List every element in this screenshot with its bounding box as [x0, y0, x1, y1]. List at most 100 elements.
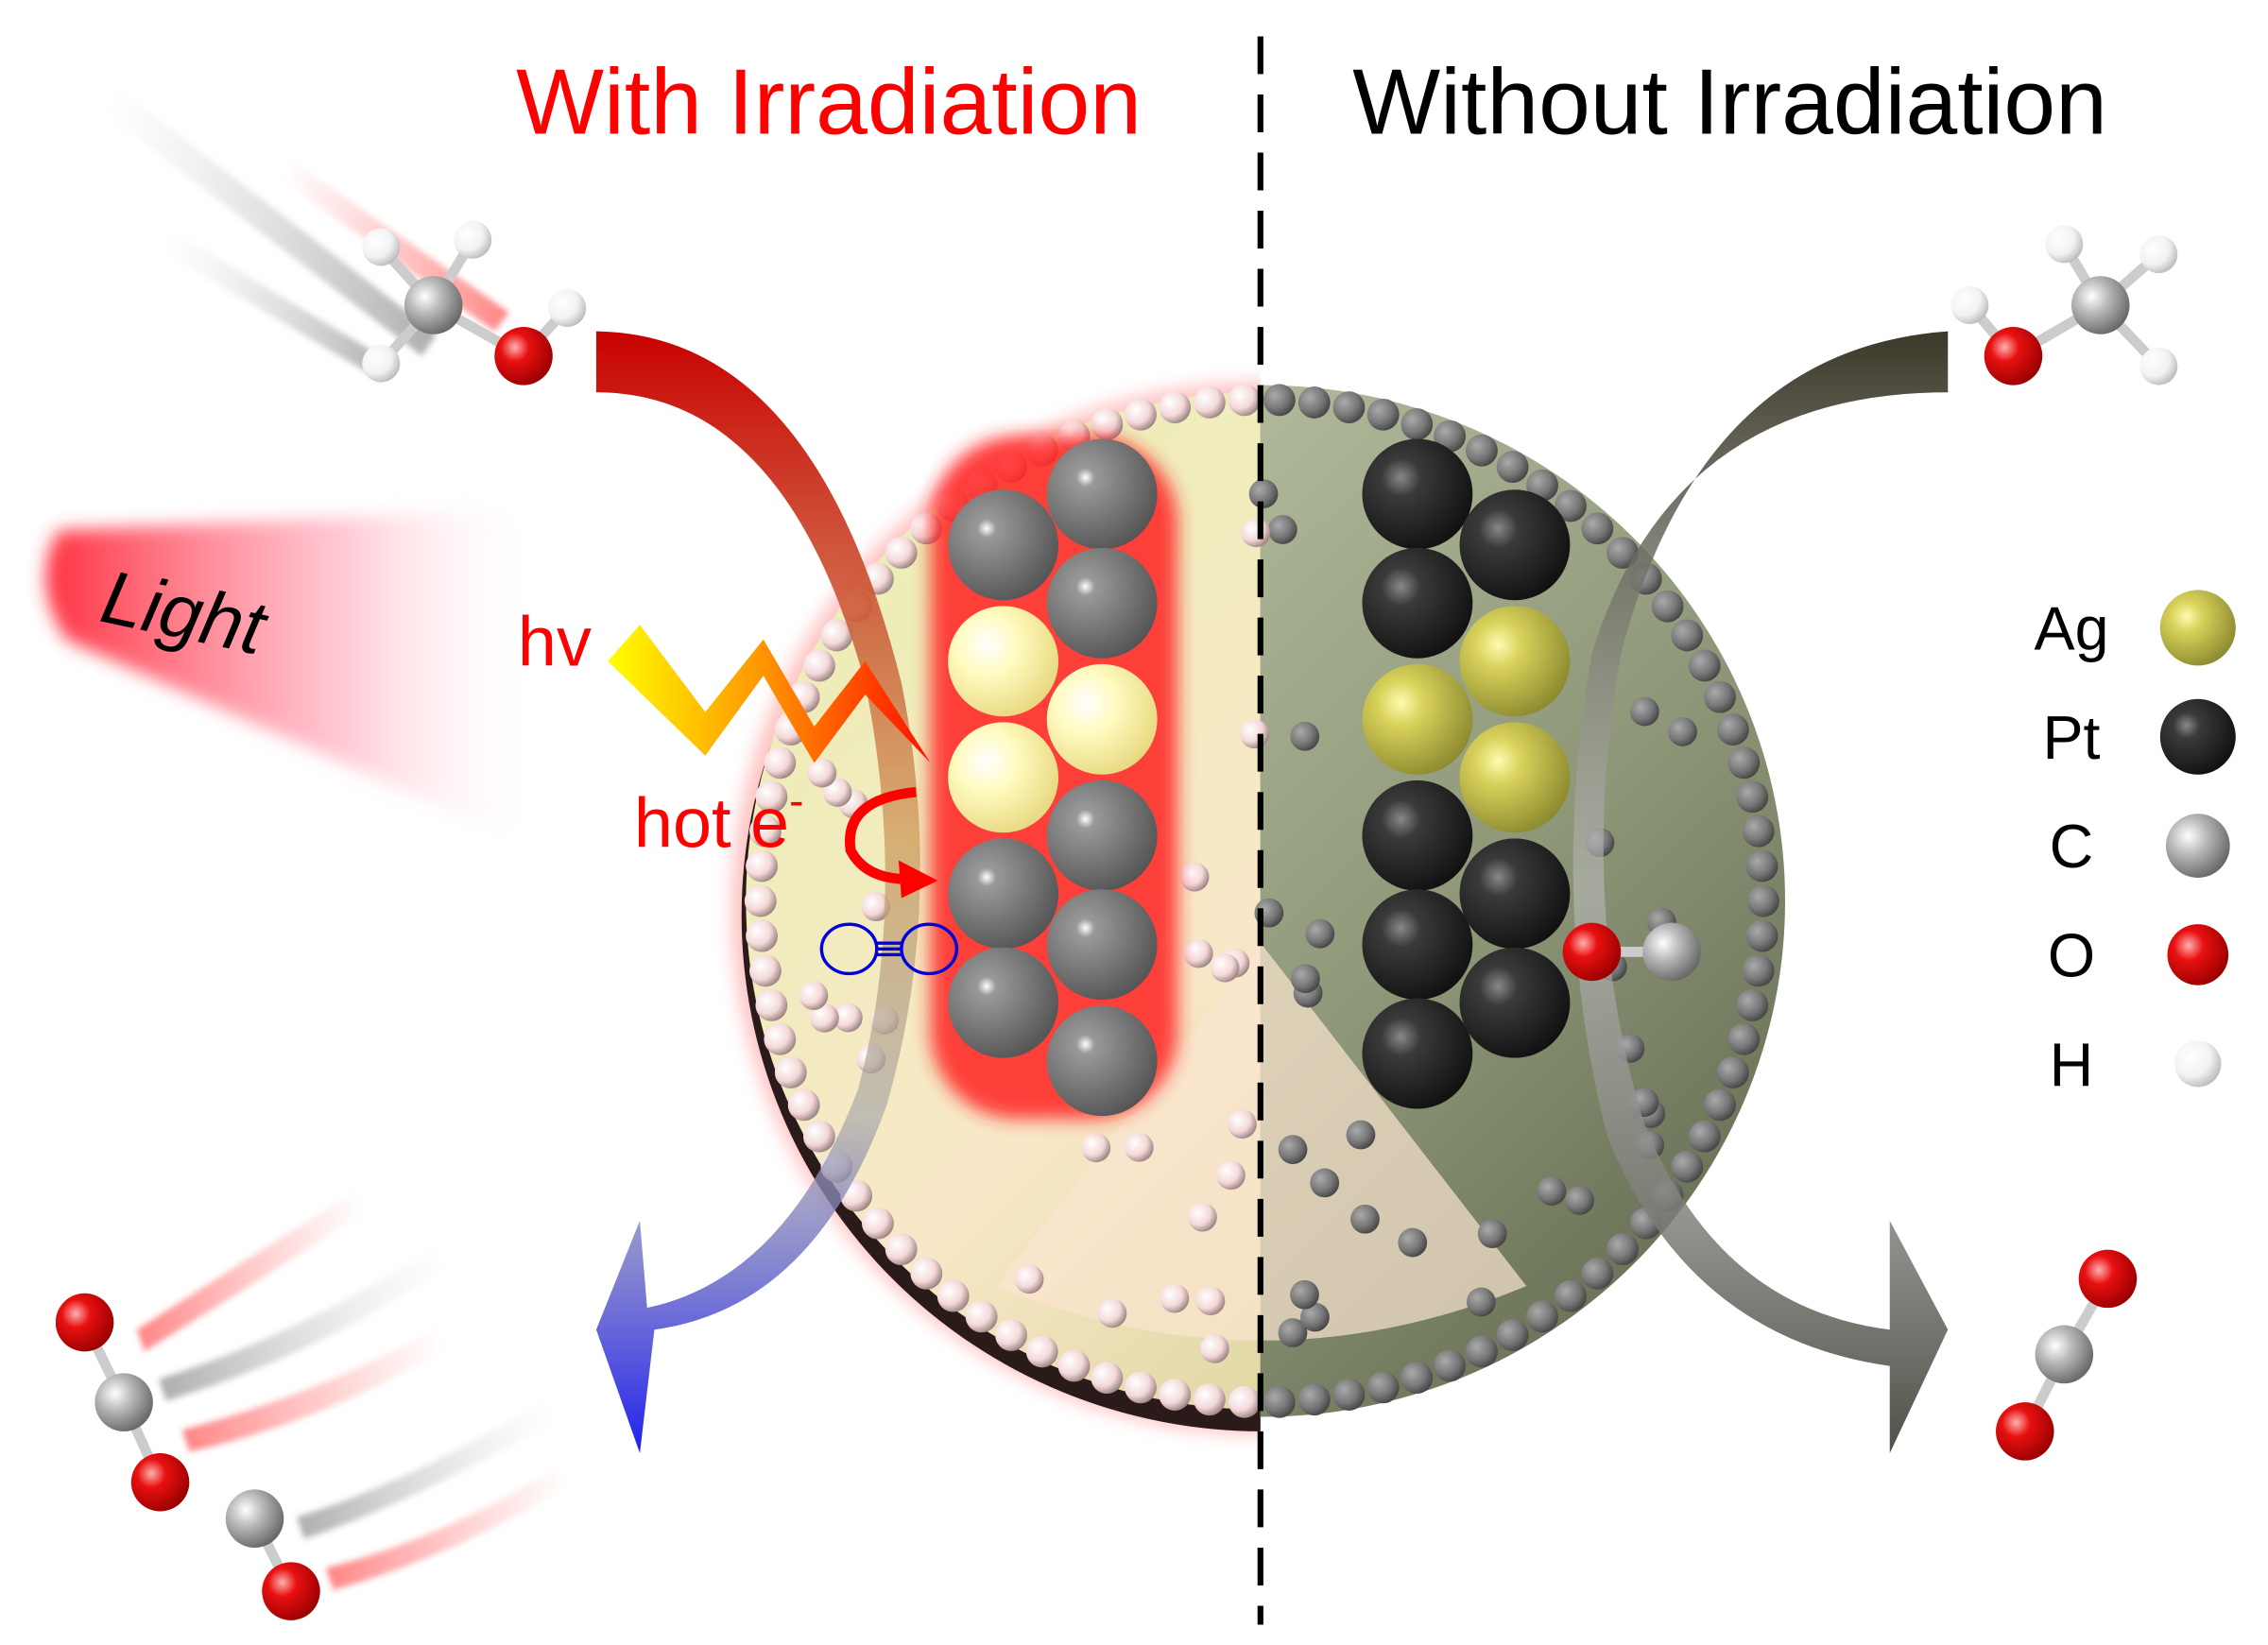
surface-atom — [802, 649, 835, 682]
surface-atom — [862, 1207, 894, 1240]
pt-atom — [1459, 838, 1571, 950]
legend-label: C — [2050, 813, 2094, 881]
carbon-atom — [404, 276, 463, 334]
surface-atom — [1195, 1286, 1226, 1316]
surface-atom — [1278, 1318, 1308, 1347]
pt-atom — [1362, 889, 1473, 1001]
surface-atom — [1057, 1349, 1091, 1382]
surface-atom — [1688, 649, 1721, 682]
oxygen-atom — [1984, 327, 2043, 386]
surface-atom — [1630, 696, 1659, 727]
surface-atom — [1305, 918, 1335, 949]
carbon-atom — [2071, 276, 2130, 334]
hot-electron-transfer-arrow — [845, 786, 938, 899]
hydrogen-atom — [548, 289, 587, 328]
carbon-atom — [225, 1489, 284, 1548]
surface-atom — [1263, 1385, 1296, 1418]
surface-atom — [1216, 1160, 1246, 1191]
surface-atom — [807, 758, 837, 788]
surface-atom — [1716, 713, 1749, 746]
methanol-molecule-left — [362, 220, 587, 386]
surface-atom — [1496, 451, 1529, 484]
surface-atom — [749, 814, 782, 848]
legend-swatch-h-icon — [2174, 1040, 2222, 1088]
surface-atom — [1745, 849, 1778, 882]
surface-atom — [1477, 1219, 1507, 1249]
surface-atom — [1366, 398, 1400, 431]
pt-atom — [1362, 998, 1473, 1109]
ag-atom — [1459, 722, 1571, 833]
legend-label: Ag — [2035, 594, 2109, 662]
surface-atom — [1193, 1383, 1226, 1416]
surface-atom — [1263, 384, 1296, 417]
pt-atom — [1046, 780, 1158, 891]
surface-atom — [764, 1022, 797, 1055]
oxygen-atom — [130, 1452, 190, 1512]
surface-atom — [936, 1279, 970, 1312]
pt-atom — [1046, 1005, 1158, 1117]
surface-atom — [746, 919, 779, 952]
triple-bond-molecule — [819, 922, 959, 976]
oxygen-atom — [262, 1562, 320, 1620]
surface-atom — [1297, 386, 1331, 419]
surface-atom — [764, 746, 797, 780]
right-process-arrow — [1572, 331, 1949, 1453]
surface-atom — [1300, 1302, 1330, 1332]
surface-atom — [1125, 1371, 1157, 1404]
surface-atom — [1727, 746, 1761, 780]
oxygen-atom — [2078, 1249, 2138, 1309]
surface-atom — [1366, 1371, 1400, 1404]
surface-atom — [1736, 988, 1769, 1021]
surface-atom — [1200, 1334, 1229, 1363]
pt-atom — [1046, 889, 1158, 1001]
surface-atom — [1183, 938, 1213, 968]
hydrogen-atom — [362, 344, 401, 383]
surface-atom — [1210, 952, 1240, 983]
ag-atom — [948, 722, 1059, 833]
surface-atom — [1310, 1168, 1340, 1198]
surface-atom — [1290, 721, 1320, 751]
surface-atom — [1179, 862, 1210, 892]
surface-atom — [744, 884, 777, 917]
surface-atom — [1704, 680, 1736, 713]
oxygen-atom — [55, 1293, 114, 1352]
pt-atom — [1362, 547, 1473, 659]
surface-atom — [1346, 1120, 1376, 1150]
surface-atom — [1736, 780, 1769, 814]
methanol-molecule-right — [1950, 225, 2178, 386]
surface-atom — [1290, 1279, 1319, 1310]
surface-atom — [1606, 537, 1639, 569]
surface-atom — [1742, 814, 1775, 848]
surface-atom — [885, 537, 918, 569]
surface-atom — [1398, 1227, 1428, 1258]
surface-atom — [1716, 1056, 1749, 1088]
hot-electron-superscript: - — [789, 776, 803, 825]
surface-atom — [1555, 1279, 1587, 1312]
surface-atom — [1745, 919, 1778, 952]
oxygen-atom — [1996, 1402, 2054, 1461]
surface-atom — [1240, 719, 1269, 749]
legend-item-ag: Ag — [2035, 590, 2236, 666]
surface-atom — [861, 892, 891, 922]
surface-atom — [1704, 1088, 1736, 1122]
surface-atom — [755, 988, 788, 1021]
surface-atom — [1159, 1379, 1192, 1411]
legend-item-h: H — [2050, 1031, 2222, 1099]
surface-atom — [1746, 884, 1779, 917]
surface-atom — [1466, 1287, 1496, 1317]
legend-swatch-pt-icon — [2159, 698, 2236, 775]
surface-atom — [1291, 964, 1320, 994]
surface-atom — [1742, 954, 1775, 987]
surface-atom — [1434, 420, 1467, 453]
surface-atom — [1159, 391, 1192, 423]
surface-atom — [885, 1233, 918, 1266]
surface-atom — [1228, 1109, 1257, 1140]
pt-atom — [1046, 547, 1158, 659]
co2-molecule-right — [1996, 1249, 2138, 1461]
hydrogen-atom — [362, 228, 401, 266]
surface-atom — [1496, 1319, 1529, 1351]
surface-atom — [1188, 1202, 1217, 1232]
surface-atom — [833, 1002, 863, 1033]
ag-atom — [1362, 663, 1473, 775]
